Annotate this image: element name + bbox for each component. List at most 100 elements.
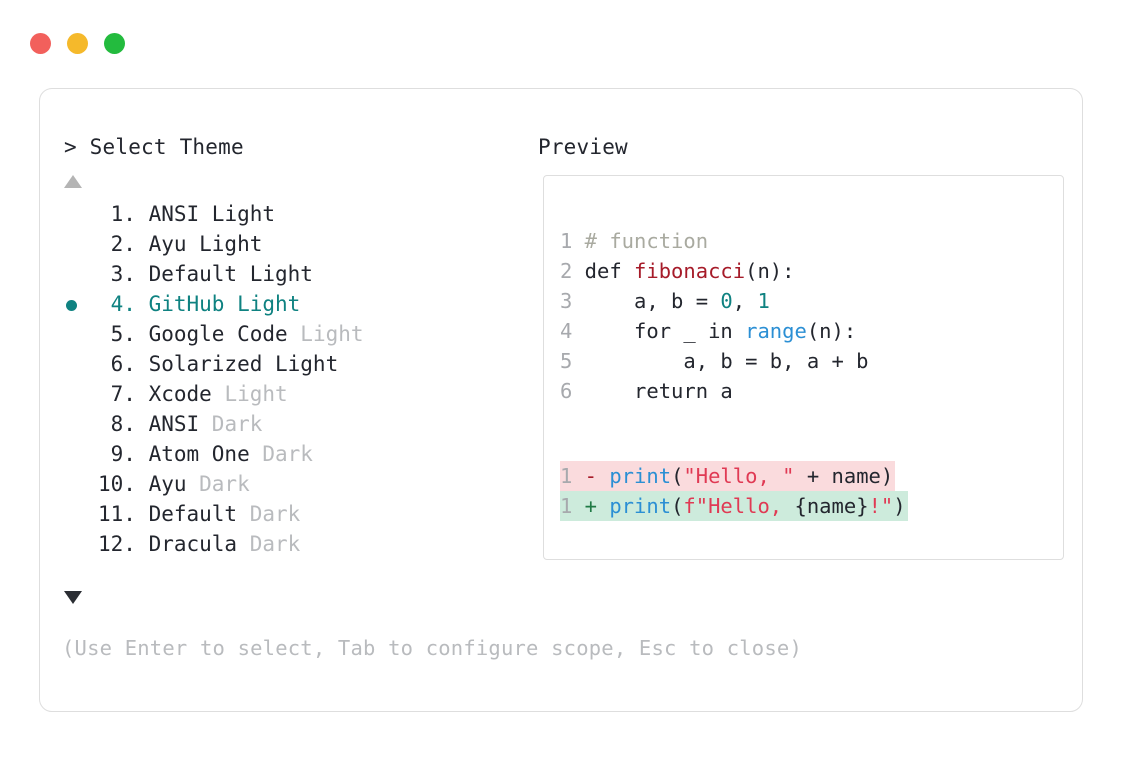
code-token: (n): bbox=[806, 319, 857, 343]
diff-sign: + bbox=[584, 494, 610, 518]
theme-list-item[interactable]: 10. Ayu Dark bbox=[64, 469, 494, 499]
code-token: range bbox=[745, 319, 807, 343]
theme-list-item[interactable]: 4. GitHub Light bbox=[64, 289, 494, 319]
code-token: # function bbox=[584, 229, 709, 253]
theme-list-item[interactable]: 5. Google Code Light bbox=[64, 319, 494, 349]
theme-item-index: 5 bbox=[110, 322, 124, 346]
theme-item-name: . Atom One bbox=[123, 442, 263, 466]
theme-list-item[interactable]: 8. ANSI Dark bbox=[64, 409, 494, 439]
theme-item-variant: Dark bbox=[262, 442, 313, 466]
theme-item-index: 6 bbox=[110, 352, 124, 376]
line-number: 1 bbox=[560, 464, 573, 488]
code-token: a, b = b, a + b bbox=[584, 349, 869, 373]
theme-item-index: 4 bbox=[110, 292, 124, 316]
code-token: print bbox=[609, 494, 672, 518]
theme-list-item[interactable]: 7. Xcode Light bbox=[64, 379, 494, 409]
theme-item-name: . Solarized bbox=[123, 352, 275, 376]
code-token: !" bbox=[868, 494, 894, 518]
line-number: 4 bbox=[560, 319, 573, 343]
preview-label: Preview bbox=[538, 135, 628, 159]
minimize-button[interactable] bbox=[67, 33, 88, 54]
theme-item-label: 11. Default Dark bbox=[98, 499, 300, 529]
code-token: (n): bbox=[745, 259, 795, 283]
diff-removed-line: 1- print("Hello, " + name) bbox=[560, 461, 896, 491]
keyboard-hint: (Use Enter to select, Tab to configure s… bbox=[62, 636, 802, 660]
theme-item-label: 7. Xcode Light bbox=[98, 379, 288, 409]
theme-list-item[interactable]: 12. Dracula Dark bbox=[64, 529, 494, 559]
theme-list-item[interactable]: 2. Ayu Light bbox=[64, 229, 494, 259]
window-traffic-lights bbox=[30, 33, 125, 54]
code-line: 5 a, b = b, a + b bbox=[560, 346, 869, 376]
code-token: {name} bbox=[794, 494, 869, 518]
theme-item-label: 10. Ayu Dark bbox=[98, 469, 250, 499]
theme-item-label: 4. GitHub Light bbox=[98, 289, 301, 319]
code-token: , bbox=[732, 289, 758, 313]
page-title: > Select Theme bbox=[64, 135, 244, 159]
theme-list-item[interactable]: 3. Default Light bbox=[64, 259, 494, 289]
close-button[interactable] bbox=[30, 33, 51, 54]
theme-item-variant: Dark bbox=[249, 532, 301, 556]
theme-item-variant: Light bbox=[237, 292, 301, 316]
theme-item-name: . Ayu bbox=[123, 472, 200, 496]
theme-item-label: 8. ANSI Dark bbox=[98, 409, 263, 439]
code-token: for _ in bbox=[584, 319, 746, 343]
theme-item-variant: Light bbox=[211, 202, 276, 226]
diff-line-row: 1- print("Hello, " + name) bbox=[560, 461, 908, 491]
scroll-up-arrow-icon[interactable] bbox=[64, 175, 82, 188]
code-line: 1 # function bbox=[560, 226, 869, 256]
line-number: 1 bbox=[560, 229, 573, 253]
theme-item-label: 3. Default Light bbox=[98, 259, 313, 289]
theme-item-index: 7 bbox=[110, 382, 124, 406]
code-token: 0 bbox=[720, 289, 733, 313]
code-token: ) bbox=[893, 494, 906, 518]
theme-list-item[interactable]: 1. ANSI Light bbox=[64, 199, 494, 229]
code-token: ( bbox=[671, 494, 684, 518]
theme-item-index: 2 bbox=[110, 232, 124, 256]
code-token: fibonacci bbox=[634, 259, 746, 283]
theme-item-name: . ANSI bbox=[123, 202, 212, 226]
theme-list-item[interactable]: 9. Atom One Dark bbox=[64, 439, 494, 469]
theme-item-variant: Dark bbox=[199, 472, 250, 496]
theme-item-label: 5. Google Code Light bbox=[98, 319, 364, 349]
code-token: a, b = bbox=[584, 289, 721, 313]
theme-item-variant: Dark bbox=[211, 412, 263, 436]
theme-item-name: . Ayu bbox=[123, 232, 200, 256]
code-token: def bbox=[584, 259, 635, 283]
theme-item-name: . GitHub bbox=[123, 292, 238, 316]
theme-item-label: 9. Atom One Dark bbox=[98, 439, 313, 469]
line-number: 5 bbox=[560, 349, 573, 373]
code-token: "Hello, " bbox=[683, 464, 795, 488]
code-token: f"Hello, bbox=[683, 494, 795, 518]
scroll-down-arrow-icon[interactable] bbox=[64, 591, 82, 604]
line-number: 1 bbox=[560, 494, 573, 518]
theme-item-label: 6. Solarized Light bbox=[98, 349, 339, 379]
theme-item-index: 10 bbox=[98, 472, 124, 496]
theme-list-item[interactable]: 6. Solarized Light bbox=[64, 349, 494, 379]
line-number: 3 bbox=[560, 289, 573, 313]
theme-item-variant: Dark bbox=[249, 502, 301, 526]
theme-item-index: 12 bbox=[98, 532, 124, 556]
maximize-button[interactable] bbox=[104, 33, 125, 54]
theme-item-name: . Xcode bbox=[123, 382, 225, 406]
code-token: 1 bbox=[757, 289, 770, 313]
diff-line-row: 1 + print(f"Hello, {name}!") bbox=[560, 491, 908, 521]
theme-list-item[interactable]: 11. Default Dark bbox=[64, 499, 494, 529]
theme-item-index: 3 bbox=[110, 262, 124, 286]
theme-item-variant: Light bbox=[275, 352, 339, 376]
code-token: return a bbox=[584, 379, 733, 403]
theme-item-variant: Light bbox=[199, 232, 263, 256]
code-line: 4 for _ in range(n): bbox=[560, 316, 869, 346]
theme-item-label: 12. Dracula Dark bbox=[98, 529, 300, 559]
code-line: 3 a, b = 0, 1 bbox=[560, 286, 869, 316]
diff-added-line: 1 + print(f"Hello, {name}!") bbox=[560, 491, 908, 521]
theme-item-label: 1. ANSI Light bbox=[98, 199, 275, 229]
code-token: + name) bbox=[794, 464, 894, 488]
theme-item-name: . ANSI bbox=[123, 412, 212, 436]
theme-item-variant: Light bbox=[300, 322, 364, 346]
theme-item-variant: Light bbox=[249, 262, 313, 286]
theme-item-name: . Default bbox=[123, 262, 250, 286]
theme-item-variant: Light bbox=[224, 382, 288, 406]
